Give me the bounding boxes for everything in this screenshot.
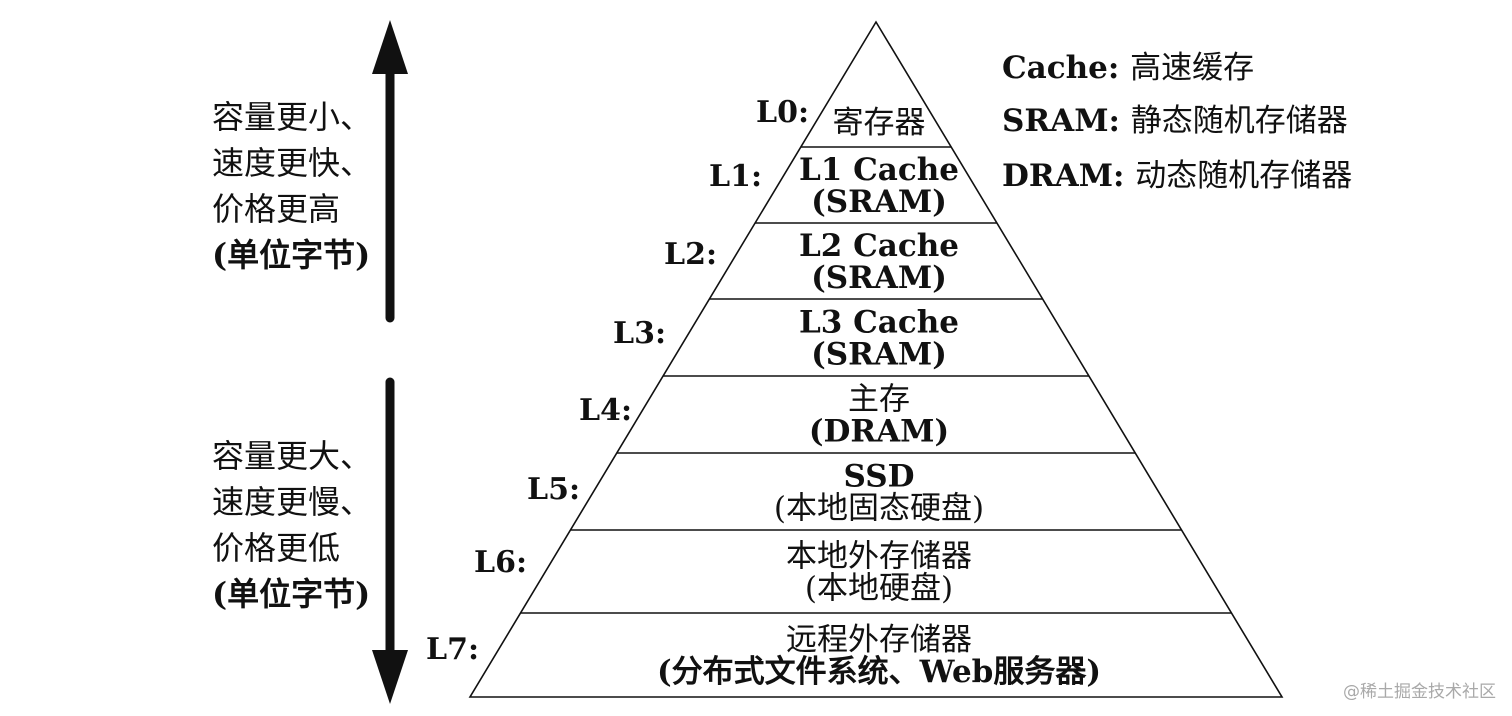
side-note-bottom-line: 价格更低 xyxy=(212,529,340,567)
tier-L2: L2: L2 Cache(SRAM) xyxy=(664,228,959,296)
tier-L0: L0: 寄存器 xyxy=(756,95,926,141)
legend-item: DRAM: 动态随机存储器 xyxy=(1002,158,1352,194)
pyramid-outline xyxy=(468,20,1284,698)
side-note-bottom-line: 容量更大、 xyxy=(212,437,372,475)
tier-text: 寄存器 xyxy=(833,105,926,141)
tier-text: (SRAM) xyxy=(811,260,947,296)
legend-item: SRAM: 静态随机存储器 xyxy=(1002,103,1348,139)
tier-L5: L5: SSD(本地固态硬盘) xyxy=(527,459,984,527)
tier-text: L2 Cache xyxy=(799,228,959,264)
side-note-bottom-line: 速度更慢、 xyxy=(212,483,372,521)
tier-text: L3 Cache xyxy=(799,305,959,341)
watermark: @稀土掘金技术社区 xyxy=(1343,682,1496,702)
up-arrow-icon xyxy=(372,20,408,74)
tier-text: (分布式文件系统、Web服务器) xyxy=(657,654,1101,690)
tier-L4: L4: 主存(DRAM) xyxy=(579,382,949,450)
side-note-bottom-line: (单位字节) xyxy=(212,575,370,613)
down-arrow-icon xyxy=(372,650,408,704)
level-label: L0: xyxy=(756,95,809,130)
level-label: L6: xyxy=(474,545,527,580)
tier-text: L1 Cache xyxy=(799,152,959,188)
tier-text: (本地固态硬盘) xyxy=(774,491,984,527)
tier-text: SSD xyxy=(844,459,915,495)
tier-text: 本地外存储器 xyxy=(786,539,972,575)
tier-text: 远程外存储器 xyxy=(786,622,972,658)
side-note-top-line: 速度更快、 xyxy=(212,144,372,182)
tier-L7: L7: 远程外存储器(分布式文件系统、Web服务器) xyxy=(426,622,1101,690)
tier-L3: L3: L3 Cache(SRAM) xyxy=(613,305,959,373)
level-label: L2: xyxy=(664,237,717,272)
legend-item: Cache: 高速缓存 xyxy=(1002,50,1254,86)
level-label: L5: xyxy=(527,472,580,507)
side-note-top-line: 价格更高 xyxy=(212,190,340,228)
level-label: L3: xyxy=(613,316,666,351)
side-note-top-line: (单位字节) xyxy=(212,236,370,274)
side-note-top-line: 容量更小、 xyxy=(212,98,372,136)
tier-L6: L6: 本地外存储器(本地硬盘) xyxy=(474,539,972,607)
direction-arrows xyxy=(372,20,408,704)
tier-L1: L1: L1 Cache(SRAM) xyxy=(709,152,959,220)
level-label: L4: xyxy=(579,393,632,428)
tier-text: (SRAM) xyxy=(811,337,947,373)
tier-text: 主存 xyxy=(848,382,910,418)
level-label: L1: xyxy=(709,159,762,194)
side-notes: 容量更小、速度更快、价格更高 (单位字节) 容量更大、速度更慢、价格更低 (单位字节) xyxy=(212,98,372,613)
pyramid xyxy=(468,20,1284,698)
tier-text: (DRAM) xyxy=(809,414,949,450)
tier-text: (SRAM) xyxy=(811,184,947,220)
level-label: L7: xyxy=(426,632,479,667)
tier-text: (本地硬盘) xyxy=(805,571,953,607)
legend: Cache: 高速缓存 SRAM: 静态随机存储器 DRAM: 动态随机存储器 xyxy=(1002,50,1352,194)
